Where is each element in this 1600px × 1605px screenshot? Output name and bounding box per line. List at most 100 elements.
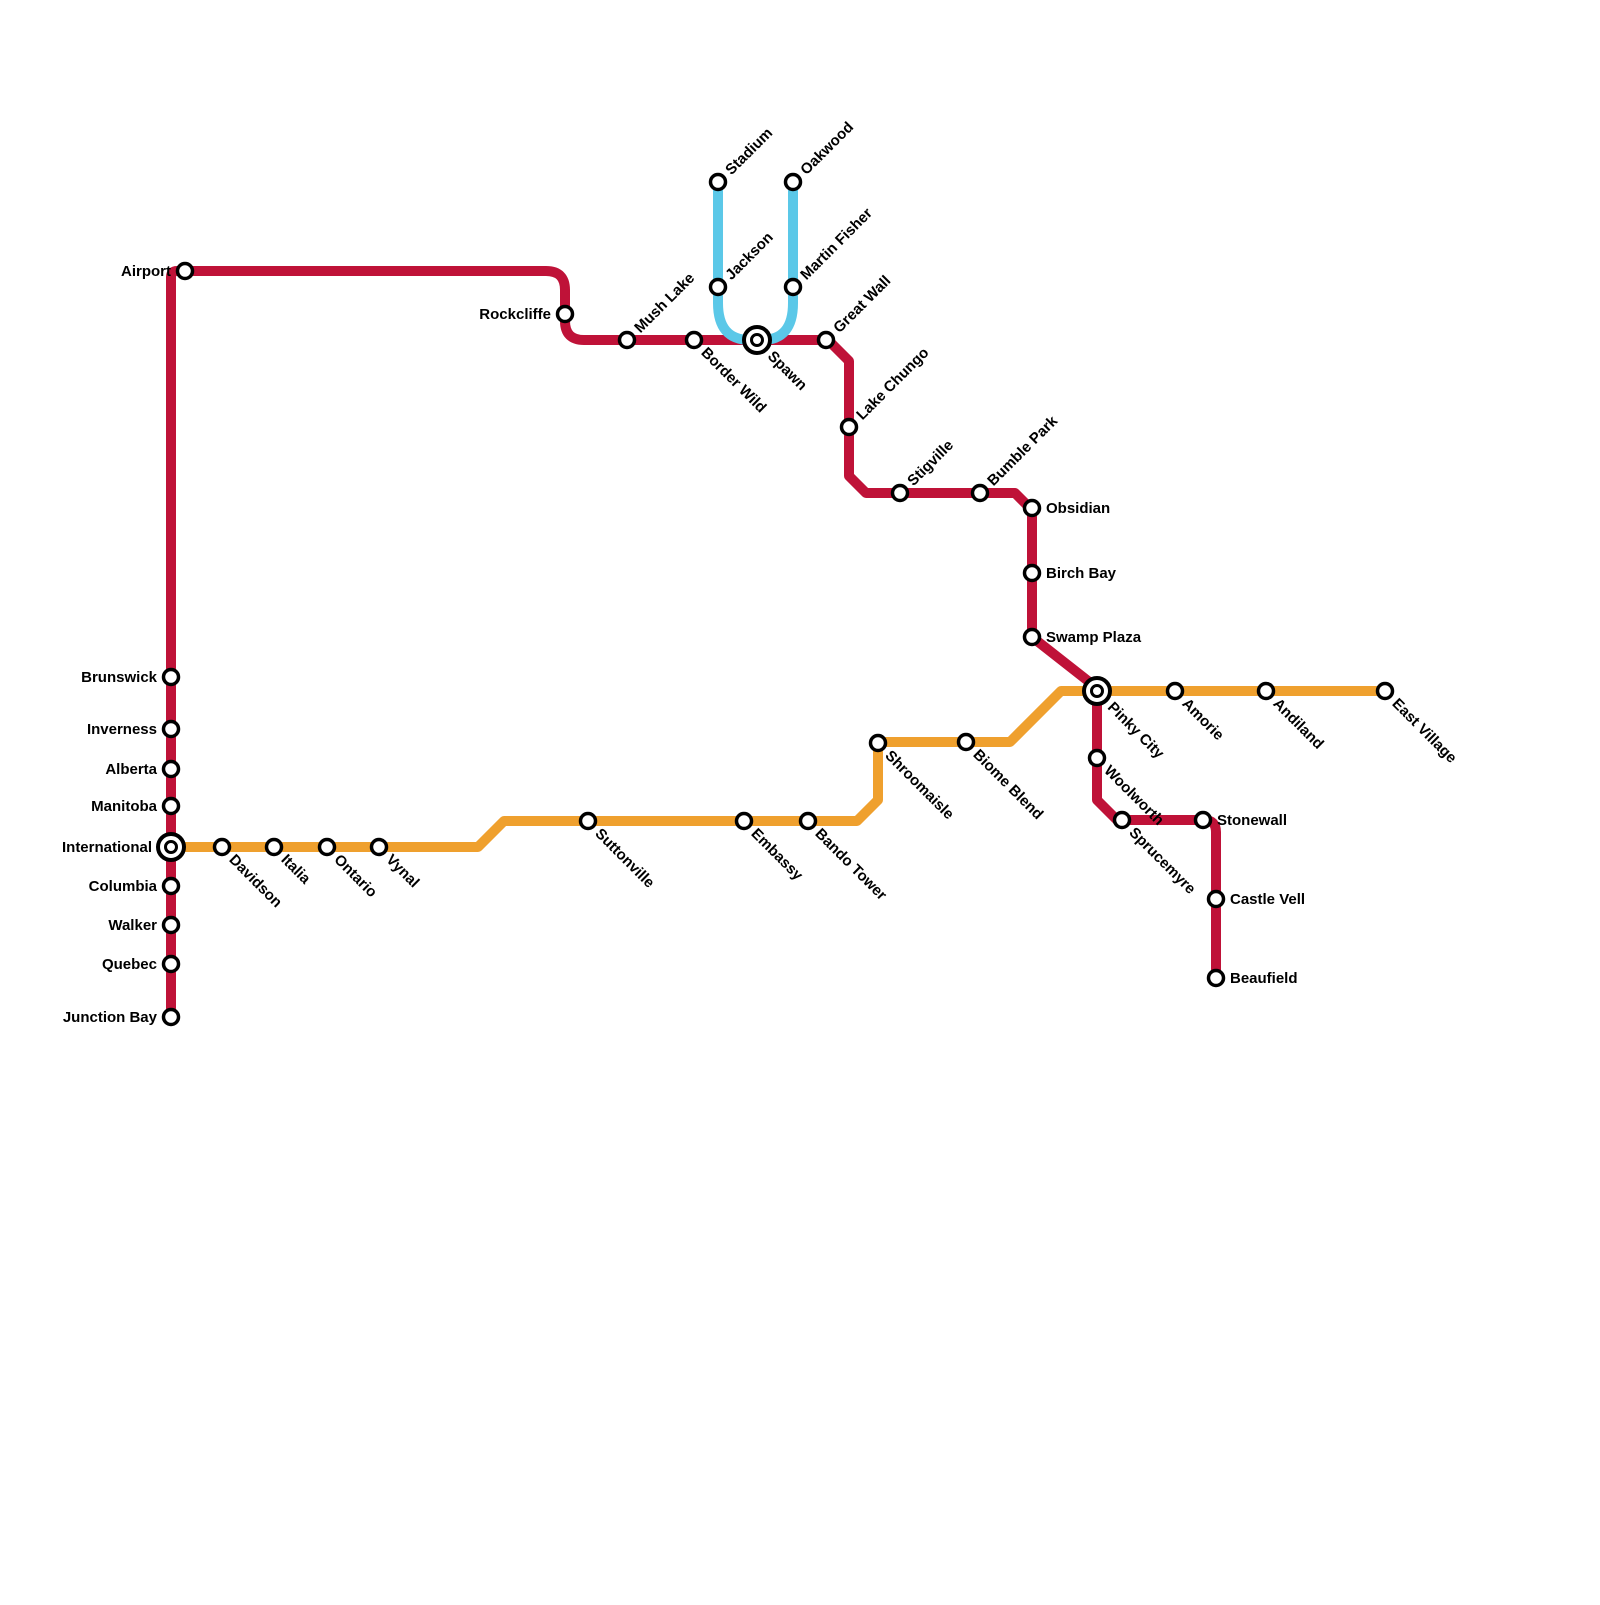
station-label: Jackson: [722, 229, 776, 283]
station-marker: [1206, 889, 1226, 909]
station-alberta: Alberta: [105, 759, 181, 779]
station-columbia: Columbia: [89, 876, 181, 896]
station-label: Bando Tower: [812, 825, 891, 904]
interchange-marker-inner: [164, 840, 178, 854]
station-label: Inverness: [87, 721, 157, 738]
station-marker: [212, 837, 232, 857]
station-inverness: Inverness: [87, 719, 181, 739]
station-swamp-plaza: Swamp Plaza: [1022, 627, 1142, 647]
station-label: Manitoba: [91, 798, 157, 815]
station-biome-blend: Biome Blend: [956, 732, 1046, 823]
station-marker: [1112, 810, 1132, 830]
station-walker: Walker: [108, 915, 181, 935]
station-marker: [1087, 748, 1107, 768]
station-marker: [555, 304, 575, 324]
station-bumble-park: Bumble Park: [970, 412, 1062, 503]
station-junction-bay: Junction Bay: [63, 1007, 181, 1027]
station-label: Columbia: [89, 878, 158, 895]
station-label: International: [62, 839, 152, 856]
station-brunswick: Brunswick: [81, 667, 181, 687]
station-label: Beaufield: [1230, 970, 1298, 987]
station-rockcliffe: Rockcliffe: [479, 304, 575, 324]
station-marker: [1256, 681, 1276, 701]
station-marker: [868, 733, 888, 753]
station-label: Amorie: [1179, 695, 1228, 744]
station-label: Obsidian: [1046, 500, 1110, 517]
station-beaufield: Beaufield: [1206, 968, 1298, 988]
station-marker: [369, 837, 389, 857]
station-label: Suttonville: [592, 825, 658, 891]
station-great-wall: Great Wall: [816, 272, 894, 350]
station-label: Airport: [121, 263, 171, 280]
station-marker: [161, 876, 181, 896]
station-label: Andiland: [1270, 695, 1327, 752]
station-label: Shroomaisle: [882, 747, 958, 823]
station-label: Davidson: [226, 851, 286, 911]
station-marker: [317, 837, 337, 857]
station-label: Castle Vell: [1230, 891, 1305, 908]
station-label: Ontario: [331, 851, 381, 901]
station-label: Stigville: [904, 437, 957, 490]
station-label: East Village: [1389, 695, 1460, 766]
station-marker: [578, 811, 598, 831]
station-obsidian: Obsidian: [1022, 498, 1110, 518]
station-label: Martin Fisher: [797, 205, 876, 284]
station-birch-bay: Birch Bay: [1022, 563, 1117, 583]
station-label: Quebec: [102, 956, 157, 973]
station-marker: [783, 277, 803, 297]
orange-transit-line: [166, 686, 1390, 852]
station-label: Spawn: [764, 348, 810, 394]
station-stonewall: Stonewall: [1193, 810, 1287, 830]
station-marker: [161, 719, 181, 739]
station-label: Swamp Plaza: [1046, 629, 1142, 646]
station-label: Bumble Park: [984, 412, 1061, 489]
station-marker: [161, 796, 181, 816]
station-label: Pinky City: [1104, 699, 1168, 763]
station-label: Stonewall: [1217, 812, 1287, 829]
station-marker: [890, 483, 910, 503]
station-marker: [161, 759, 181, 779]
station-shroomaisle: Shroomaisle: [868, 733, 958, 823]
station-marker: [708, 172, 728, 192]
station-label: Birch Bay: [1046, 565, 1117, 582]
station-marker: [1022, 498, 1042, 518]
station-marker: [816, 330, 836, 350]
station-marker: [734, 811, 754, 831]
station-label: Junction Bay: [63, 1009, 158, 1026]
station-marker: [1206, 968, 1226, 988]
station-label: Sprucemyre: [1126, 824, 1199, 897]
station-marker: [970, 483, 990, 503]
station-east-village: East Village: [1375, 681, 1460, 767]
station-label: Italia: [278, 851, 315, 888]
station-label: Brunswick: [81, 669, 158, 686]
interchange-marker-inner: [750, 333, 764, 347]
station-oakwood: Oakwood: [783, 119, 857, 192]
station-marker: [161, 1007, 181, 1027]
station-label: Walker: [108, 917, 157, 934]
station-airport: Airport: [121, 261, 195, 281]
station-lake-chungo: Lake Chungo: [839, 344, 932, 437]
station-marker: [1193, 810, 1213, 830]
station-label: Alberta: [105, 761, 157, 778]
station-marker: [264, 837, 284, 857]
station-label: Embassy: [748, 825, 807, 884]
station-label: Vynal: [383, 851, 423, 891]
station-label: Rockcliffe: [479, 306, 551, 323]
station-martin-fisher: Martin Fisher: [783, 205, 876, 297]
station-stadium: Stadium: [708, 125, 776, 192]
station-marker: [161, 667, 181, 687]
station-marker: [839, 417, 859, 437]
station-marker: [161, 915, 181, 935]
station-marker: [1022, 563, 1042, 583]
station-marker: [175, 261, 195, 281]
station-label: Oakwood: [797, 119, 857, 179]
station-label: Stadium: [722, 125, 776, 179]
station-marker: [783, 172, 803, 192]
interchange-marker-inner: [1090, 684, 1104, 698]
station-marker: [161, 954, 181, 974]
station-manitoba: Manitoba: [91, 796, 181, 816]
station-quebec: Quebec: [102, 954, 181, 974]
station-marker: [1375, 681, 1395, 701]
